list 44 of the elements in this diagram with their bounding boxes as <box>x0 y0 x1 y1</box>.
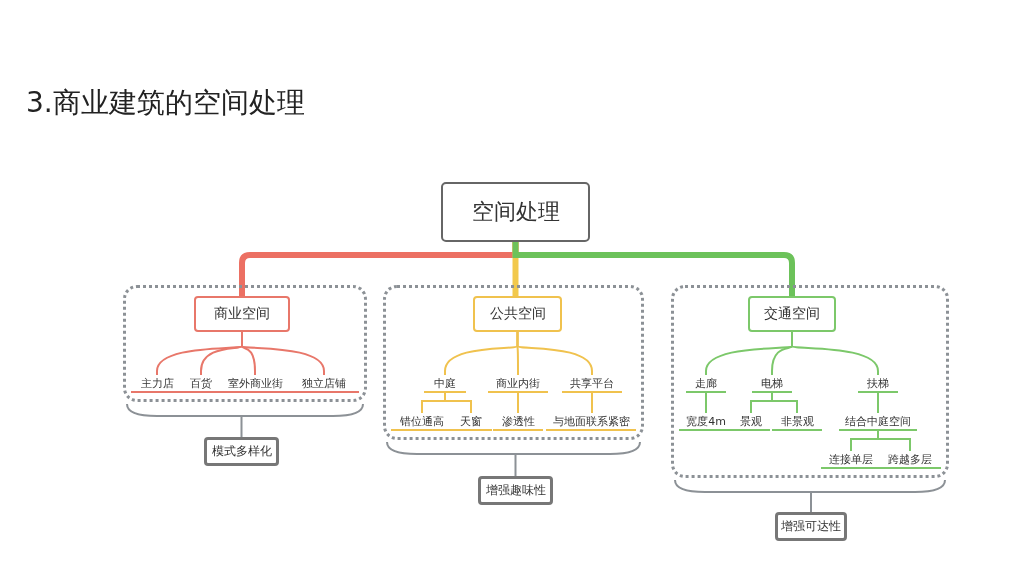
underlined-label: 结合中庭空间 <box>839 413 917 431</box>
connector-line <box>386 441 641 477</box>
underlined-label: 错位通高 <box>391 413 453 431</box>
connector-line <box>771 392 798 414</box>
summary-box: 模式多样化 <box>204 437 279 466</box>
underlined-label: 室外商业街 <box>220 375 290 393</box>
connector-line <box>591 392 593 414</box>
underlined-label: 天窗 <box>450 413 492 431</box>
dotted-group-frame <box>671 285 949 478</box>
dotted-group-frame <box>123 285 367 402</box>
underlined-label: 共享平台 <box>562 375 622 393</box>
underlined-label: 景观 <box>732 413 770 431</box>
underlined-label: 走廊 <box>686 375 726 393</box>
connector-line <box>877 430 911 452</box>
underlined-label: 独立店铺 <box>289 375 359 393</box>
root-box: 空间处理 <box>441 182 590 242</box>
category-box: 交通空间 <box>748 296 836 332</box>
connector-line <box>241 331 325 376</box>
connector-line <box>517 392 519 414</box>
underlined-label: 非景观 <box>772 413 822 431</box>
underlined-label: 中庭 <box>424 375 466 393</box>
connector-line <box>877 392 879 414</box>
category-box: 商业空间 <box>194 296 290 332</box>
underlined-label: 连接单层 <box>821 451 881 469</box>
underlined-label: 百货 <box>180 375 222 393</box>
category-box: 公共空间 <box>473 296 562 332</box>
summary-box: 增强可达性 <box>775 512 847 541</box>
connector-line <box>444 392 472 414</box>
connector-line <box>705 392 707 414</box>
underlined-label: 商业内街 <box>488 375 548 393</box>
connector-line <box>674 479 946 513</box>
title: 3.商业建筑的空间处理 <box>26 85 305 121</box>
underlined-label: 扶梯 <box>858 375 898 393</box>
underlined-label: 渗透性 <box>493 413 543 431</box>
underlined-label: 主力店 <box>131 375 183 393</box>
underlined-label: 电梯 <box>752 375 792 393</box>
summary-box: 增强趣味性 <box>478 476 553 505</box>
underlined-label: 跨越多层 <box>879 451 941 469</box>
connector-line <box>791 331 879 376</box>
dotted-group-frame <box>383 285 644 440</box>
underlined-label: 与地面联系紧密 <box>546 413 636 431</box>
underlined-label: 宽度4m <box>679 413 733 431</box>
connector-line <box>516 331 593 376</box>
connector-line <box>512 242 795 296</box>
